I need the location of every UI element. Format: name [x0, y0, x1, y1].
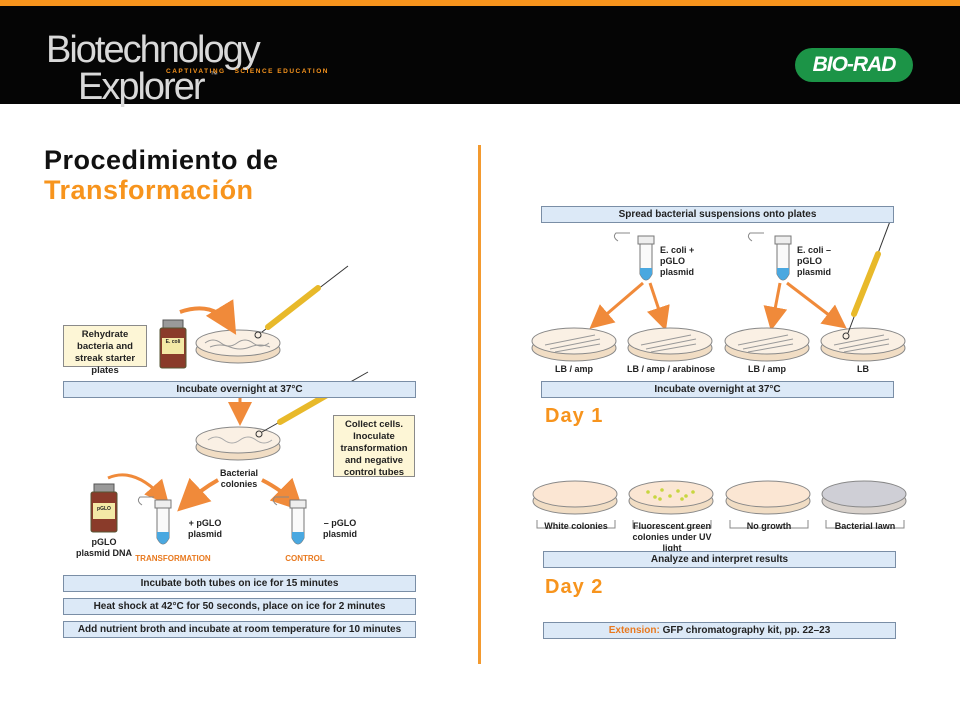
tube-minus-right [747, 232, 792, 281]
result-label-1: White colonies [544, 521, 608, 531]
transformation-label: TRANSFORMATION [135, 554, 211, 563]
brand-tagline: CAPTIVATING SCIENCE EDUCATION [166, 68, 329, 76]
plasmid-vial [90, 483, 118, 533]
slide-title-line-2: Transformación [44, 175, 254, 205]
plasmid-dna-label: pGLO plasmid DNA [76, 537, 133, 558]
result-label-3: No growth [746, 521, 792, 531]
arrow-plasmid-to-tube [107, 473, 169, 505]
analyze-bar: Analyze and interpret results [543, 551, 896, 568]
plate-label-4: LB [857, 364, 869, 374]
right-incubate-bar: Incubate overnight at 37°C [541, 381, 894, 398]
tube-plus-right [613, 232, 655, 281]
right-plus-label: E. coli + pGLO plasmid [660, 245, 695, 277]
column-divider [478, 145, 481, 664]
brand-tagline-1: CAPTIVATING [166, 68, 226, 75]
day-1-label: Day 1 [545, 405, 604, 427]
arrow-vial-to-plate [179, 299, 237, 335]
inoculation-loop-1 [254, 265, 349, 339]
bacterial-colonies-label: Bacterial colonies [219, 468, 259, 489]
spreader-loop [842, 215, 893, 340]
colonies-plate [195, 426, 281, 461]
plate-label-2: LB / amp / arabinose [626, 364, 716, 374]
rehydrate-step-box: Rehydrate bacteria and streak starter pl… [63, 325, 147, 376]
ecoli-vial-label: E. coli [165, 339, 181, 345]
spread-bar: Spread bacterial suspensions onto plates [541, 206, 894, 223]
plasmid-vial-label: pGLO [97, 506, 111, 512]
top-accent-line [0, 0, 960, 6]
minus-plasmid-label: – pGLO plasmid [322, 518, 357, 539]
starter-plate [195, 329, 281, 364]
extension-text: GFP chromatography kit, pp. 22–23 [662, 625, 831, 636]
arrow-minus-to-plate-3 [763, 282, 788, 331]
right-minus-label: E. coli – pGLO plasmid [797, 245, 832, 277]
plate-label-1: LB / amp [554, 364, 593, 374]
arrow-minus-to-plate-4 [786, 281, 847, 329]
result-label-2: Fluorescent green colonies under UV ligh… [632, 521, 712, 553]
spread-plates [531, 327, 906, 362]
brand-line-1: Biotechnology [46, 29, 261, 71]
plus-plasmid-label: + pGLO plasmid [187, 518, 222, 539]
incubate-overnight-bar: Incubate overnight at 37°C [63, 381, 416, 398]
ice-step-bar: Incubate both tubes on ice for 15 minute… [63, 575, 416, 592]
extension-bar: Extension: GFP chromatography kit, pp. 2… [543, 622, 896, 639]
arrow-plus-to-plate-1 [589, 281, 644, 329]
bio-rad-logo: BIO-RAD [795, 48, 913, 82]
extension-label: Extension: [608, 625, 660, 636]
ecoli-vial [159, 319, 187, 369]
header-banner: Biotechnology Explorer ™ CAPTIVATING SCIE… [0, 6, 960, 108]
heat-shock-bar: Heat shock at 42°C for 50 seconds, place… [63, 598, 416, 615]
result-plates [532, 480, 907, 529]
slide-title-line-1: Procedimiento de [44, 145, 279, 175]
transformation-tube [137, 496, 172, 545]
result-label-4: Bacterial lawn [834, 521, 896, 531]
arrow-plus-to-plate-2 [646, 282, 670, 331]
brand-tagline-2: SCIENCE EDUCATION [234, 68, 329, 75]
arrow-to-transformation [177, 477, 219, 512]
brand-trademark: ™ [210, 70, 218, 79]
control-label: CONTROL [285, 554, 325, 563]
day-2-label: Day 2 [545, 576, 604, 598]
collect-cells-box: Collect cells. Inoculate transformation … [333, 415, 415, 478]
plate-label-3: LB / amp [747, 364, 786, 374]
control-tube [272, 496, 307, 545]
nutrient-broth-bar: Add nutrient broth and incubate at room … [63, 621, 416, 638]
brand-line-2: Explorer [78, 66, 205, 108]
